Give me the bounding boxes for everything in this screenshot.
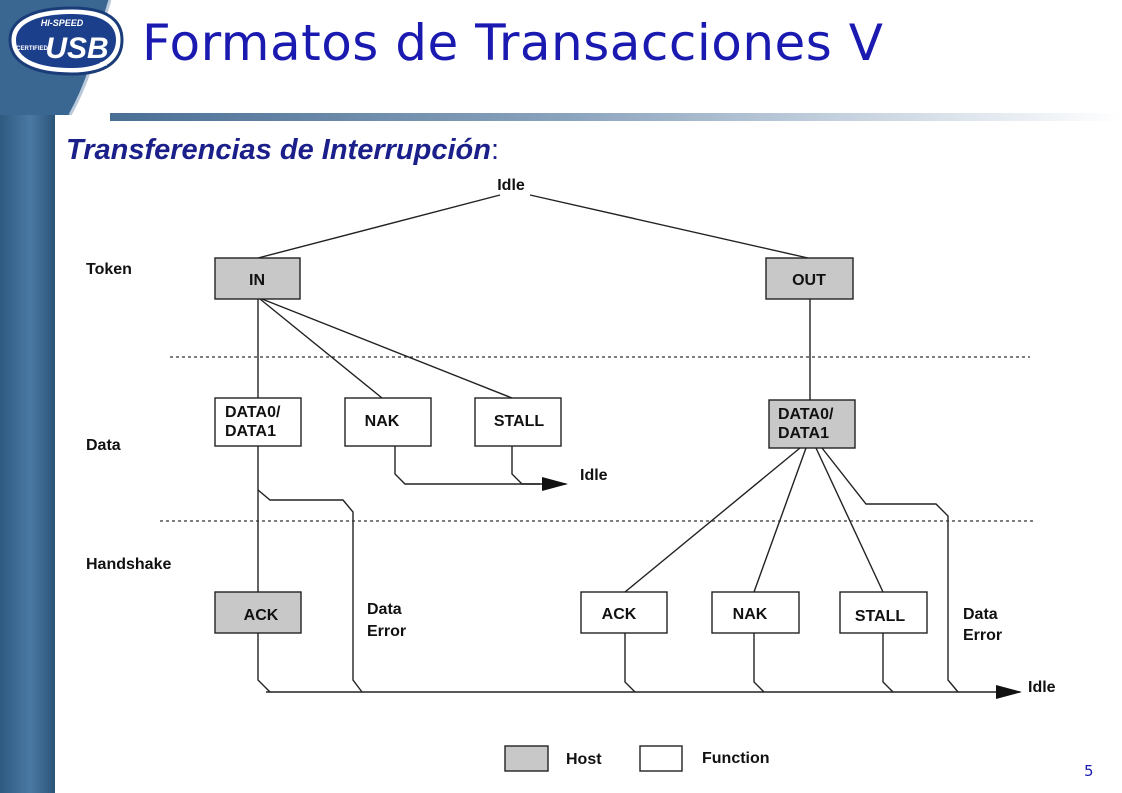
idle-to-out-line — [529, 194, 809, 259]
in-nak-box — [344, 397, 432, 447]
out-data-error-line — [821, 447, 959, 693]
left-sidebar-band — [0, 115, 55, 793]
in-data-error-line1: Data — [367, 601, 402, 618]
phase-token-label: Token — [86, 261, 132, 278]
idle-mid-label: Idle — [580, 467, 608, 484]
out-token-label: OUT — [792, 272, 826, 289]
stall-to-idle-line — [511, 446, 523, 485]
idle-top-label: Idle — [497, 177, 525, 194]
outdata-to-nak-line — [753, 447, 807, 593]
in-ack-label: ACK — [244, 607, 279, 624]
in-stall-label: STALL — [494, 413, 545, 430]
out-data-label-line1: DATA0/ — [778, 406, 834, 423]
subtitle-colon: : — [490, 134, 499, 166]
page-number: 5 — [1084, 762, 1094, 780]
logo-tm-text: TM — [100, 62, 107, 68]
in-to-stall-line — [261, 298, 513, 399]
in-to-nak-line — [259, 298, 383, 399]
out-stall-to-idle-line — [882, 633, 894, 693]
phase-handshake-label: Handshake — [86, 556, 171, 573]
idle-bottom-label: Idle — [1028, 679, 1056, 696]
nak-to-idle-line — [394, 446, 540, 485]
in-nak-label: NAK — [365, 413, 400, 430]
logo-certified-text: CERTIFIED — [16, 46, 48, 52]
idle-to-in-line — [257, 194, 501, 259]
phase-data-label: Data — [86, 437, 121, 454]
out-ack-box — [580, 591, 668, 634]
in-ack-box — [214, 591, 302, 634]
out-stall-box — [839, 591, 928, 634]
out-ack-label: ACK — [602, 606, 637, 623]
slide-title: Formatos de Transacciones V — [142, 14, 884, 72]
out-nak-to-idle-line — [753, 633, 765, 693]
slide-subtitle: Transferencias de Interrupción: — [66, 134, 499, 167]
legend-function-swatch — [639, 745, 683, 772]
in-data-error-line2: Error — [367, 623, 406, 640]
in-data-label-line2: DATA1 — [225, 423, 276, 440]
in-data-label-line1: DATA0/ — [225, 404, 281, 421]
out-data-error-line2: Error — [963, 627, 1002, 644]
usb-certified-logo: HI-SPEED USB CERTIFIED TM — [8, 6, 124, 76]
in-token-label: IN — [249, 272, 265, 289]
out-nak-box — [711, 591, 800, 634]
out-stall-label: STALL — [855, 608, 906, 625]
out-data-box — [768, 399, 856, 449]
in-stall-box — [474, 397, 562, 447]
out-ack-to-idle-line — [624, 633, 636, 693]
legend-host-swatch — [504, 745, 549, 772]
in-data-box — [214, 397, 302, 447]
in-token-box — [214, 257, 301, 300]
ack-to-idle-line — [257, 633, 271, 693]
outdata-to-ack-line — [624, 447, 801, 593]
outdata-to-stall-line — [815, 447, 884, 593]
legend-function-label: Function — [702, 750, 770, 767]
in-data-error-line — [257, 489, 363, 693]
out-nak-label: NAK — [733, 606, 768, 623]
subtitle-text: Transferencias de Interrupción — [66, 134, 491, 166]
title-underline — [110, 113, 1122, 121]
out-token-box — [765, 257, 854, 300]
legend-host-label: Host — [566, 751, 602, 768]
out-data-label-line2: DATA1 — [778, 425, 829, 442]
logo-hispeed-text: HI-SPEED — [41, 18, 84, 28]
logo-usb-text: USB — [45, 32, 108, 65]
out-data-error-line1: Data — [963, 606, 998, 623]
